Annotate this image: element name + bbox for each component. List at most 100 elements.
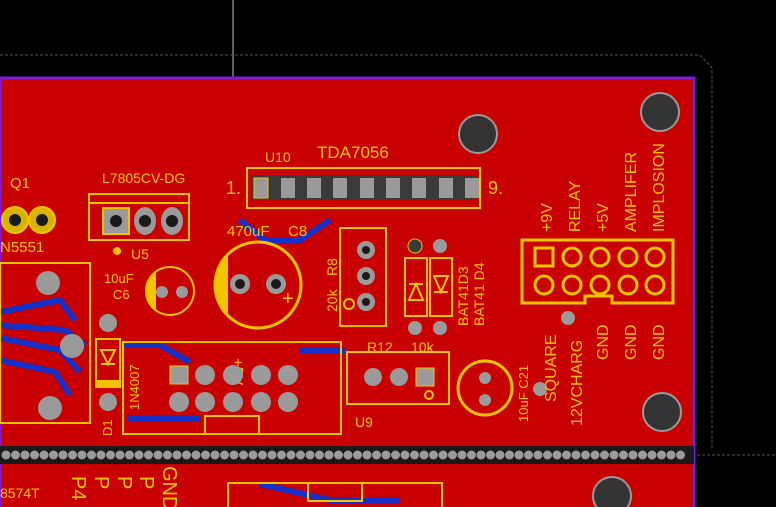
c21-outline[interactable] bbox=[456, 359, 514, 417]
pin-row-pad[interactable] bbox=[353, 450, 362, 460]
pin-row-pad[interactable] bbox=[600, 450, 609, 460]
power-connector-pins[interactable] bbox=[169, 365, 298, 412]
pin-row-pad[interactable] bbox=[609, 450, 619, 460]
pin-row-pad[interactable] bbox=[30, 450, 39, 460]
pin-row-pad[interactable] bbox=[77, 450, 87, 460]
pin-row-pad[interactable] bbox=[400, 450, 410, 460]
q1-footprint[interactable] bbox=[1, 206, 56, 234]
pin-row-pad[interactable] bbox=[115, 450, 125, 460]
pin-row-pad[interactable] bbox=[220, 450, 229, 460]
left-connector-outline[interactable] bbox=[0, 262, 91, 424]
via-square[interactable] bbox=[561, 311, 575, 325]
pin-row-pad[interactable] bbox=[552, 450, 562, 460]
pin-row-pad[interactable] bbox=[239, 450, 248, 460]
pin-row-pad[interactable] bbox=[495, 450, 505, 460]
pin-row-pad[interactable] bbox=[657, 450, 666, 460]
pin-row-pad[interactable] bbox=[20, 450, 30, 460]
pin-row-pad[interactable] bbox=[391, 450, 400, 460]
c6-outline[interactable] bbox=[145, 266, 195, 316]
d1-pad-1[interactable] bbox=[99, 314, 117, 332]
pin-row-pad[interactable] bbox=[58, 450, 68, 460]
pin-row-pad[interactable] bbox=[619, 450, 628, 460]
pin-row-pad[interactable] bbox=[590, 450, 600, 460]
pin-row-pad[interactable] bbox=[286, 450, 296, 460]
pin-row-pad[interactable] bbox=[1, 450, 11, 460]
pin-row-pad[interactable] bbox=[647, 450, 657, 460]
pin-row-pad[interactable] bbox=[467, 450, 476, 460]
pin-row-pad[interactable] bbox=[277, 450, 286, 460]
left-connector-pad-1[interactable] bbox=[36, 271, 60, 295]
pin-row-pad[interactable] bbox=[305, 450, 315, 460]
pin-row-pad[interactable] bbox=[125, 450, 134, 460]
pin-row-pad[interactable] bbox=[144, 450, 153, 460]
pin-row-pad[interactable] bbox=[324, 450, 334, 460]
pin-row-pad[interactable] bbox=[296, 450, 305, 460]
c21-pad-1[interactable] bbox=[479, 372, 491, 384]
pin-row-pad[interactable] bbox=[410, 450, 419, 460]
pin-row-pad[interactable] bbox=[419, 450, 429, 460]
pin-row[interactable] bbox=[1, 450, 686, 460]
pin-row-pad[interactable] bbox=[229, 450, 239, 460]
pin-row-pad[interactable] bbox=[334, 450, 343, 460]
pin-row-pad[interactable] bbox=[666, 450, 676, 460]
pin-row-pad[interactable] bbox=[191, 450, 201, 460]
pin-row-pad[interactable] bbox=[11, 450, 20, 460]
pin-row-pad[interactable] bbox=[68, 450, 77, 460]
u9-outline[interactable] bbox=[346, 351, 450, 405]
left-connector-pad-2[interactable] bbox=[60, 334, 84, 358]
pin-row-pad[interactable] bbox=[628, 450, 638, 460]
pin-row-pad[interactable] bbox=[248, 450, 258, 460]
pin-row-pad[interactable] bbox=[267, 450, 277, 460]
pin-row-pad[interactable] bbox=[486, 450, 495, 460]
pin-row-pad[interactable] bbox=[153, 450, 163, 460]
pin-row-pad[interactable] bbox=[163, 450, 172, 460]
pin-row-pad[interactable] bbox=[514, 450, 524, 460]
mounting-hole-top-center[interactable] bbox=[458, 114, 498, 154]
pin-row-pad[interactable] bbox=[562, 450, 571, 460]
mounting-hole-bottom-right[interactable] bbox=[642, 392, 682, 432]
pin-row-pad[interactable] bbox=[676, 450, 685, 460]
pin-row-pad[interactable] bbox=[438, 450, 448, 460]
header-outline[interactable] bbox=[520, 238, 675, 305]
pin-row-pad[interactable] bbox=[533, 450, 543, 460]
pin-row-pad[interactable] bbox=[134, 450, 144, 460]
pin-row-pad[interactable] bbox=[372, 450, 381, 460]
pin-row-pad[interactable] bbox=[381, 450, 391, 460]
pin-row-pad[interactable] bbox=[505, 450, 514, 460]
u9-pad-1[interactable] bbox=[364, 368, 382, 386]
d3-d4-footprint[interactable] bbox=[404, 238, 453, 335]
r8-outline[interactable] bbox=[339, 227, 387, 327]
c6-pad-1[interactable] bbox=[156, 286, 168, 298]
pin-row-pad[interactable] bbox=[87, 450, 96, 460]
c6-pad-2[interactable] bbox=[176, 286, 188, 298]
d1-pad-2[interactable] bbox=[99, 393, 117, 411]
pin-row-pad[interactable] bbox=[448, 450, 457, 460]
pin-row-pad[interactable] bbox=[39, 450, 49, 460]
mounting-hole-bottom[interactable] bbox=[592, 476, 632, 507]
pin-row-pad[interactable] bbox=[429, 450, 438, 460]
pin-row-pad[interactable] bbox=[182, 450, 191, 460]
pin-row-pad[interactable] bbox=[524, 450, 533, 460]
pin-row-pad[interactable] bbox=[457, 450, 467, 460]
u9-pad-3[interactable] bbox=[415, 367, 435, 387]
u10-outline[interactable] bbox=[246, 167, 481, 209]
d1-outline[interactable] bbox=[95, 338, 121, 388]
pin-row-pad[interactable] bbox=[362, 450, 372, 460]
u9-pad-2[interactable] bbox=[390, 368, 408, 386]
pin-row-pad[interactable] bbox=[49, 450, 58, 460]
pin-row-pad[interactable] bbox=[571, 450, 581, 460]
pin-row-pad[interactable] bbox=[543, 450, 552, 460]
pin-row-pad[interactable] bbox=[315, 450, 324, 460]
pin-row-pad[interactable] bbox=[581, 450, 590, 460]
pin-row-pad[interactable] bbox=[258, 450, 267, 460]
pin-row-pad[interactable] bbox=[638, 450, 647, 460]
pin-row-pad[interactable] bbox=[476, 450, 486, 460]
pin-row-pad[interactable] bbox=[343, 450, 353, 460]
via-12vcharg[interactable] bbox=[533, 382, 547, 396]
u10-pins[interactable] bbox=[253, 177, 479, 199]
pin-row-pad[interactable] bbox=[210, 450, 220, 460]
header-pins[interactable] bbox=[533, 246, 666, 296]
mounting-hole-top-right[interactable] bbox=[640, 92, 680, 132]
pin-row-pad[interactable] bbox=[172, 450, 182, 460]
